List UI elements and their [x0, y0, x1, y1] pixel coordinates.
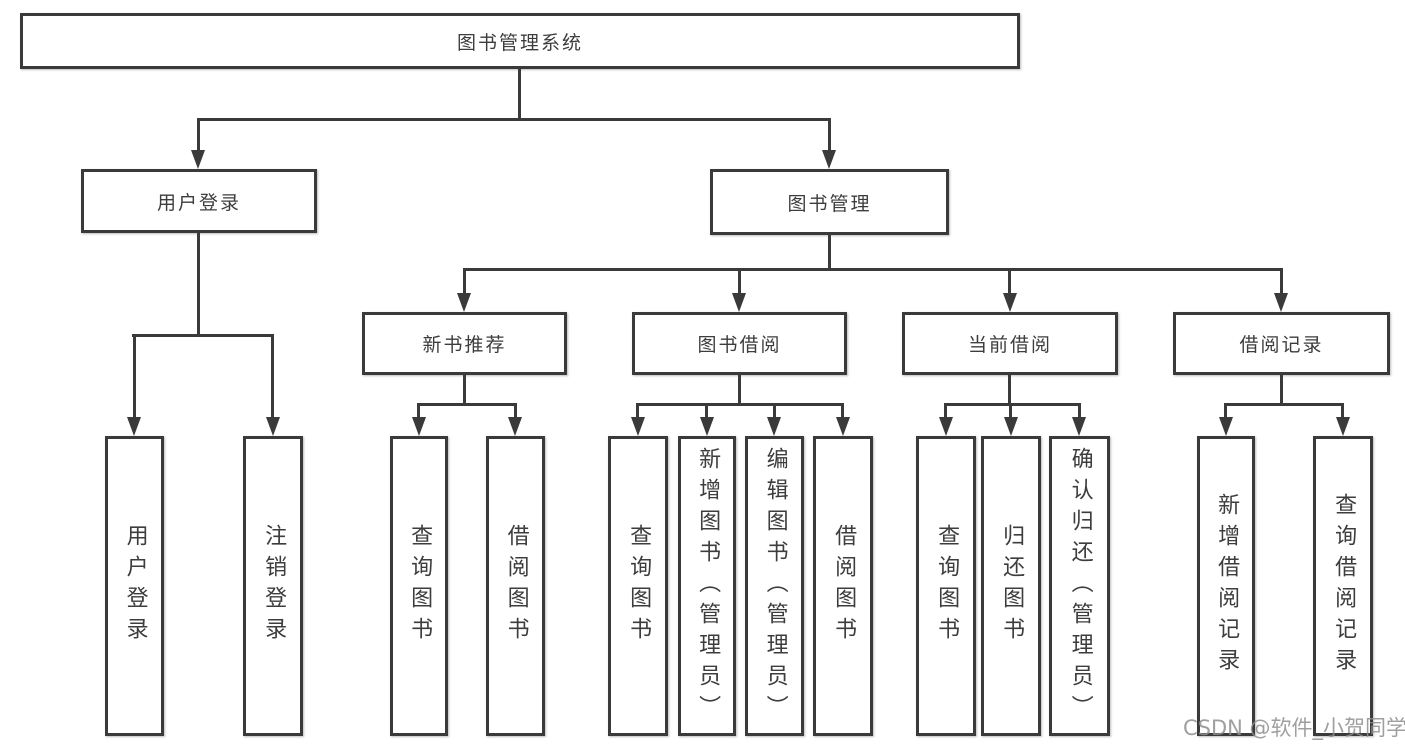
arrowhead-down-icon [1219, 417, 1233, 436]
node-label: 借阅记录 [1239, 334, 1324, 356]
node-label: 查询图书 [626, 524, 652, 648]
connector-vline [1008, 375, 1011, 405]
connector-hline [1224, 403, 1344, 406]
node-label: 借阅图书 [831, 524, 857, 648]
connector-vline [705, 403, 708, 421]
arrowhead-down-icon [700, 417, 714, 436]
node-label: 归还图书 [999, 524, 1025, 648]
connector-vline [738, 375, 741, 405]
arrowhead-down-icon [1336, 417, 1350, 436]
arrowhead-down-icon [127, 417, 141, 436]
arrowhead-down-icon [508, 417, 522, 436]
connector-vline [1341, 403, 1344, 421]
arrowhead-down-icon [1003, 293, 1017, 312]
node-book-management: 图书管理 [710, 169, 949, 235]
arrowhead-down-icon [457, 293, 471, 312]
connector-vline [1280, 268, 1283, 295]
connector-vline [197, 233, 200, 337]
leaf-borrow-books-recommend: 借阅图书 [486, 436, 545, 736]
node-borrowing-records: 借阅记录 [1173, 312, 1390, 375]
node-label: 编辑图书（管理员） [762, 446, 788, 726]
connector-hline [944, 403, 1081, 406]
node-label: 新增图书（管理员） [695, 446, 721, 726]
connector-vline [133, 334, 136, 421]
leaf-add-borrow-record: 新增借阅记录 [1197, 436, 1255, 736]
connector-vline [417, 403, 420, 421]
arrowhead-down-icon [732, 293, 746, 312]
connector-hline [636, 403, 844, 406]
connector-vline [738, 268, 741, 295]
connector-vline [463, 375, 466, 405]
node-user-login: 用户登录 [81, 169, 317, 233]
leaf-return-books: 归还图书 [981, 436, 1041, 736]
node-new-book-recommendation: 新书推荐 [362, 312, 567, 375]
node-label: 查询借阅记录 [1331, 493, 1357, 679]
connector-hline [197, 118, 831, 121]
arrowhead-down-icon [836, 417, 850, 436]
leaf-search-books-current: 查询图书 [916, 436, 976, 736]
arrowhead-down-icon [412, 417, 426, 436]
connector-vline [636, 403, 639, 421]
arrowhead-down-icon [1274, 293, 1288, 312]
connector-vline [944, 403, 947, 421]
leaf-search-books-recommend: 查询图书 [390, 436, 448, 736]
connector-vline [1078, 403, 1081, 421]
leaf-user-login: 用户登录 [105, 436, 164, 736]
node-label: 新书推荐 [422, 334, 507, 356]
connector-vline [773, 403, 776, 421]
node-label: 查询图书 [934, 524, 960, 648]
leaf-add-book-admin: 新增图书（管理员） [678, 436, 736, 736]
arrowhead-down-icon [1072, 417, 1086, 436]
connector-vline [1008, 268, 1011, 295]
connector-vline [841, 403, 844, 421]
node-label: 图书借阅 [697, 334, 782, 356]
connector-vline [514, 403, 517, 421]
arrowhead-down-icon [631, 417, 645, 436]
connector-vline [828, 118, 831, 153]
connector-vline [1224, 403, 1227, 421]
connector-vline [518, 69, 521, 120]
node-label: 用户登录 [122, 524, 148, 648]
arrowhead-down-icon [767, 417, 781, 436]
node-book-borrowing: 图书借阅 [632, 312, 847, 375]
leaf-search-borrow-record: 查询借阅记录 [1313, 436, 1373, 736]
connector-vline [1280, 375, 1283, 405]
arrowhead-down-icon [1004, 417, 1018, 436]
connector-vline [197, 118, 200, 153]
connector-vline [271, 334, 274, 421]
node-label: 新增借阅记录 [1214, 493, 1240, 679]
arrowhead-down-icon [191, 150, 205, 169]
leaf-search-books-borrowing: 查询图书 [608, 436, 668, 736]
connector-vline [1009, 403, 1012, 421]
node-label: 用户登录 [156, 191, 241, 214]
node-label: 图书管理系统 [456, 31, 583, 54]
node-label: 确认归还（管理员） [1067, 446, 1093, 726]
leaf-logout: 注销登录 [243, 436, 303, 736]
node-label: 图书管理 [787, 192, 872, 215]
connector-vline [828, 235, 831, 271]
node-label: 当前借阅 [967, 334, 1052, 356]
connector-hline [417, 403, 517, 406]
leaf-borrow-books-borrowing: 借阅图书 [813, 436, 873, 736]
node-label: 注销登录 [261, 524, 287, 648]
arrowhead-down-icon [822, 150, 836, 169]
arrowhead-down-icon [266, 417, 280, 436]
connector-hline [463, 268, 1282, 271]
node-library-management-system: 图书管理系统 [20, 13, 1020, 69]
connector-vline [463, 268, 466, 295]
node-label: 借阅图书 [503, 524, 529, 648]
connector-hline [132, 334, 274, 337]
csdn-watermark: CSDN @软件_小贺同学 [1183, 716, 1405, 740]
leaf-confirm-return-admin: 确认归还（管理员） [1049, 436, 1110, 736]
node-current-borrowing: 当前借阅 [902, 312, 1118, 375]
arrowhead-down-icon [939, 417, 953, 436]
leaf-edit-book-admin: 编辑图书（管理员） [745, 436, 804, 736]
node-label: 查询图书 [407, 524, 433, 648]
